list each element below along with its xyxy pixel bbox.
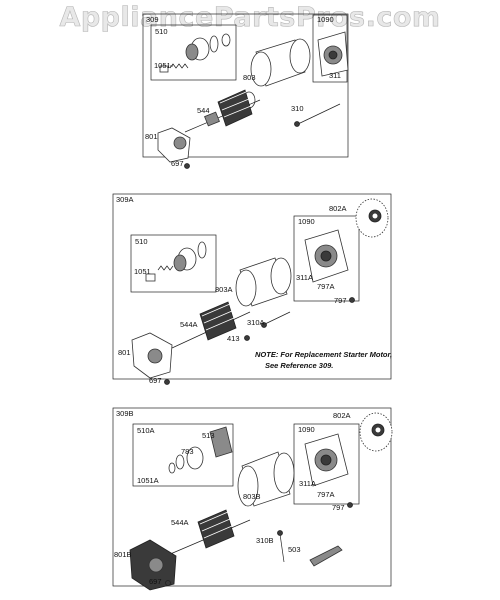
subassembly-1090-label: 1090	[298, 425, 315, 434]
part-label-310: 310	[291, 104, 304, 113]
drive-pinion-icon	[173, 241, 207, 272]
through-bolt-icon	[294, 103, 341, 127]
part-label-803: 803	[243, 73, 256, 82]
nut-icon	[244, 335, 250, 341]
drive-end-plate-icon	[157, 127, 191, 163]
note-line-2: See Reference 309.	[265, 361, 333, 370]
part-label-797: 797	[332, 503, 345, 512]
end-cap-icon	[304, 229, 349, 283]
end-cap-icon	[317, 31, 349, 77]
part-label-802a: 802A	[333, 411, 351, 420]
part-label-544: 544	[197, 106, 210, 115]
armature-icon	[184, 89, 261, 133]
part-label-797: 797	[334, 296, 347, 305]
subassembly-510a-frame	[132, 423, 234, 487]
part-label-544a: 544A	[180, 320, 198, 329]
part-label-803b: 803B	[243, 492, 261, 501]
spring-icon	[159, 63, 189, 73]
part-label-413: 413	[227, 334, 240, 343]
section-309: 309 510 1090	[142, 13, 349, 169]
part-label-311a: 311A	[299, 479, 316, 488]
housing-icon	[235, 257, 292, 307]
part-label-310a: 310A	[247, 318, 265, 327]
subassembly-510-frame	[150, 24, 237, 81]
section-309a-frame	[112, 193, 392, 380]
section-309-title: 309	[146, 15, 159, 24]
section-309-frame	[142, 13, 349, 158]
subassembly-510-label: 510	[135, 237, 148, 246]
gasket-icon	[355, 198, 389, 238]
part-label-801: 801	[145, 132, 158, 141]
part-label-311: 311	[329, 71, 341, 80]
part-label-797a: 797A	[317, 282, 335, 291]
section-309a-title: 309A	[116, 195, 134, 204]
armature-icon	[171, 301, 251, 349]
washer-icon	[347, 502, 353, 508]
screw-icon	[184, 163, 190, 169]
housing-icon	[237, 451, 295, 507]
part-label-310b: 310B	[256, 536, 274, 545]
washer-icon	[349, 297, 355, 303]
part-label-801: 801	[118, 348, 131, 357]
part-label-803a: 803A	[215, 285, 233, 294]
section-309b-title: 309B	[116, 409, 134, 418]
screw-icon	[165, 580, 171, 586]
drive-pinion-icon	[185, 33, 231, 61]
part-label-513: 513	[202, 431, 215, 440]
part-label-797a: 797A	[317, 490, 335, 499]
section-309b: 309B 510A 1090	[112, 407, 393, 591]
subassembly-510-frame	[130, 234, 217, 293]
part-label-311a: 311A	[296, 273, 313, 282]
armature-icon	[167, 509, 251, 556]
section-309b-frame	[112, 407, 392, 587]
part-label-1051: 1051	[134, 267, 151, 276]
subassembly-1090-frame	[293, 215, 360, 302]
part-label-802a: 802A	[329, 204, 347, 213]
note-line-1: NOTE: For Replacement Starter Motor,	[255, 350, 392, 359]
spring-icon	[145, 265, 174, 282]
subassembly-510a-label: 510A	[137, 426, 155, 435]
through-bolt-icon	[261, 311, 291, 328]
subassembly-510-label: 510	[155, 27, 168, 36]
subassembly-1090-label: 1090	[298, 217, 315, 226]
subassembly-1090-label: 1090	[317, 15, 334, 24]
drive-end-plate-icon	[129, 539, 177, 591]
drive-pinion-icon	[168, 426, 233, 474]
part-label-1051a: 1051A	[137, 476, 159, 485]
drive-end-plate-icon	[131, 332, 173, 379]
gasket-icon	[359, 412, 393, 452]
through-bolt-icon	[277, 530, 285, 563]
section-309a: 309A 510 1090	[112, 193, 392, 385]
watermark: AppliancePartsPros.com	[59, 2, 441, 34]
part-label-503: 503	[288, 545, 301, 554]
part-label-801b: 801B	[114, 550, 132, 559]
part-label-544a: 544A	[171, 518, 189, 527]
screw-icon	[164, 379, 170, 385]
part-label-697: 697	[149, 376, 162, 385]
subassembly-1090-frame	[312, 14, 348, 83]
end-cap-icon	[304, 433, 349, 487]
part-label-697: 697	[149, 577, 162, 586]
bracket-icon	[309, 545, 343, 567]
part-label-697: 697	[171, 159, 184, 168]
subassembly-1090-frame	[293, 423, 360, 505]
part-label-783: 783	[181, 447, 194, 456]
part-label-1051: 1051	[154, 61, 171, 70]
